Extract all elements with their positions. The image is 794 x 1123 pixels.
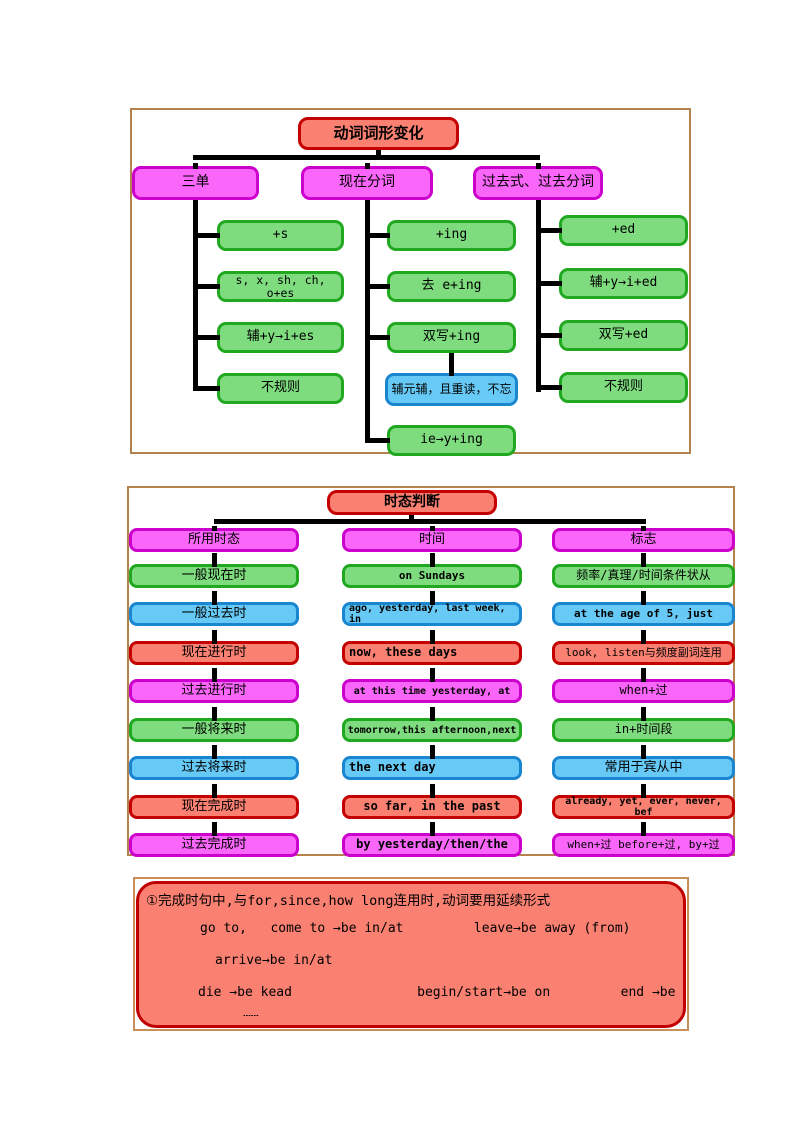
time-cell: tomorrow,this afternoon,next xyxy=(342,707,522,742)
rule-box: s, x, sh, ch, o+es xyxy=(195,271,344,302)
note-line: arrive→be in/at xyxy=(215,953,333,968)
marker-cell: when+过 before+过, by+过 xyxy=(552,822,735,857)
marker-cell: in+时间段 xyxy=(552,707,735,742)
column-header-tense: 所用时态 xyxy=(129,526,299,552)
note-line: die →be kead begin/start→be on end →be xyxy=(198,985,676,1000)
tense-cell: 现在完成时 xyxy=(129,784,299,819)
connector-line xyxy=(193,155,540,160)
tense-cell: 过去进行时 xyxy=(129,668,299,703)
tense-cell: 一般现在时 xyxy=(129,553,299,588)
connector-line xyxy=(376,150,381,156)
rule-note-box: 辅元辅，且重读，不忘 xyxy=(385,356,518,406)
rule-box: 不规则 xyxy=(537,372,688,403)
marker-cell: look, listen与频度副词连用 xyxy=(552,630,735,665)
connector-line xyxy=(214,519,646,524)
marker-cell: already, yet, ever, never, bef xyxy=(552,784,735,819)
tense-cell: 一般将来时 xyxy=(129,707,299,742)
tense-cell: 现在进行时 xyxy=(129,630,299,665)
rule-box: 辅+y→i+es xyxy=(195,322,344,353)
time-cell: the next day xyxy=(342,745,522,780)
branch-past-forms: 过去式、过去分词 xyxy=(473,163,603,200)
marker-cell: 常用于宾从中 xyxy=(552,745,735,780)
connector-line xyxy=(536,200,541,392)
branch-third-person-singular: 三单 xyxy=(132,163,259,200)
diagram1-title: 动词词形变化 xyxy=(298,117,459,150)
rule-box: +ing xyxy=(365,220,516,251)
column-header-time: 时间 xyxy=(342,526,522,552)
rule-box: ie→y+ing xyxy=(365,425,516,456)
rule-box: +ed xyxy=(537,215,688,246)
connector-line xyxy=(365,200,370,443)
note-line: ①完成时句中,与for,since,how long连用时,动词要用延续形式 xyxy=(146,893,551,909)
time-cell: so far, in the past xyxy=(342,784,522,819)
rule-box: 双写+ed xyxy=(537,320,688,351)
marker-cell: at the age of 5, just xyxy=(552,591,735,626)
rule-box: 不规则 xyxy=(195,373,344,404)
tense-judgment-diagram-frame: 时态判断 所用时态 时间 标志 一般现在时 一般过去时 现在进行时 过去进行时 … xyxy=(127,486,735,857)
note-box xyxy=(136,881,686,1028)
diagram2-title: 时态判断 xyxy=(327,490,497,515)
time-cell: at this time yesterday, at xyxy=(342,668,522,703)
rule-box: 双写+ing xyxy=(365,322,516,353)
verb-forms-diagram-frame: 动词词形变化 三单 现在分词 过去式、过去分词 +s s, x, sh, ch,… xyxy=(130,108,691,456)
note-line: go to, come to →be in/at leave→be away (… xyxy=(200,921,631,936)
rule-box: +s xyxy=(195,220,344,251)
marker-cell: 频率/真理/时间条件状从 xyxy=(552,553,735,588)
time-cell: by yesterday/then/the xyxy=(342,822,522,857)
tense-cell: 过去完成时 xyxy=(129,822,299,857)
marker-cell: when+过 xyxy=(552,668,735,703)
time-cell: now, these days xyxy=(342,630,522,665)
connector-line xyxy=(193,200,198,391)
rule-box: 辅+y→i+ed xyxy=(537,268,688,299)
branch-present-participle: 现在分词 xyxy=(301,163,433,200)
time-cell: on Sundays xyxy=(342,553,522,588)
note-line-clipped: …… xyxy=(243,1006,259,1016)
tense-cell: 一般过去时 xyxy=(129,591,299,626)
column-header-marker: 标志 xyxy=(552,526,735,552)
tense-cell: 过去将来时 xyxy=(129,745,299,780)
connector-line xyxy=(409,515,414,519)
time-cell: ago, yesterday, last week, in xyxy=(342,591,522,626)
rule-box: 去 e+ing xyxy=(365,271,516,302)
